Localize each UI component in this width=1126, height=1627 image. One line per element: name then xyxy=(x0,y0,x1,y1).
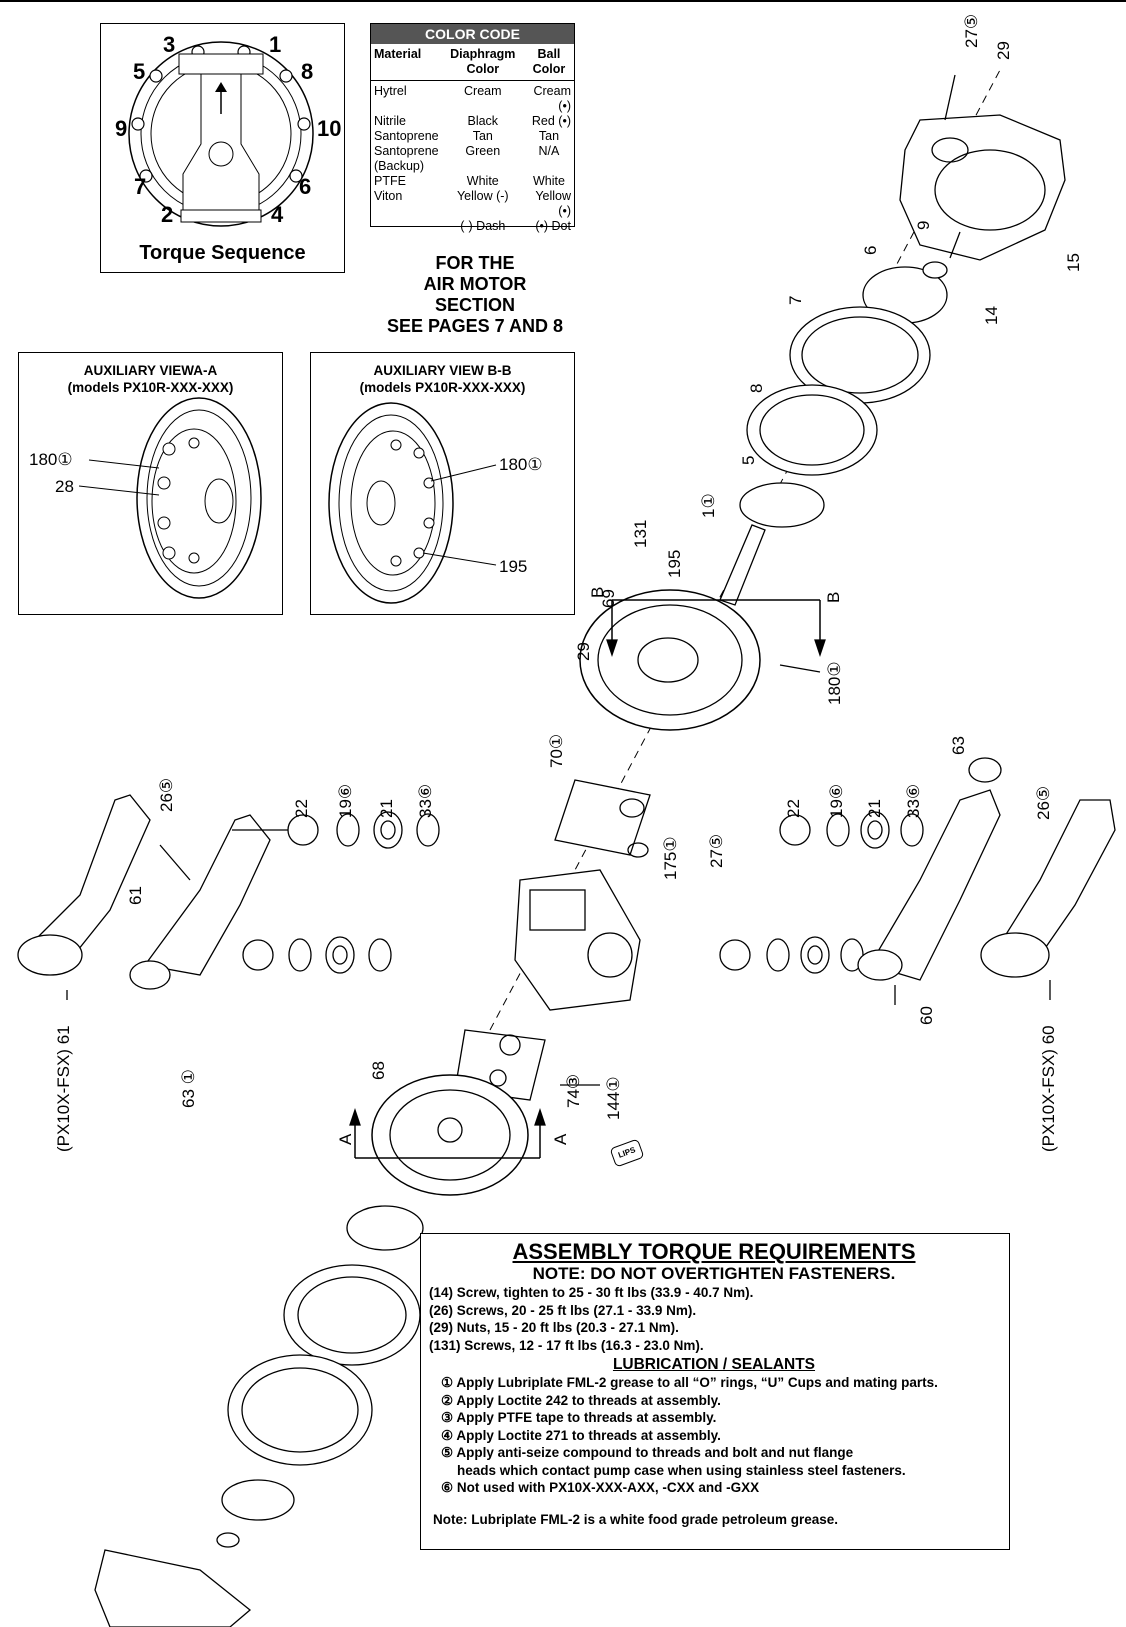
part-label-5: 5 xyxy=(739,455,758,465)
cc-header-diaphragm: Diaphragm Color xyxy=(450,47,516,76)
aux-view-b-drawing xyxy=(328,402,497,604)
cc-row: (Backup) xyxy=(374,159,425,173)
part-label-180: 180① xyxy=(825,661,844,705)
part-label-22-right: 22 xyxy=(784,799,803,818)
lubrication-title: LUBRICATION / SEALANTS xyxy=(612,1356,816,1373)
aux-a-label-28: 28 xyxy=(55,477,74,496)
part-label-21-left: 21 xyxy=(377,799,396,818)
part-label-7: 7 xyxy=(786,295,805,305)
torque-requirements-note: NOTE: DO NOT OVERTIGHTEN FASTENERS. xyxy=(532,1264,896,1283)
part-label-1: 1① xyxy=(699,493,718,518)
part-label-63-left: 63 ① xyxy=(179,1069,198,1108)
part-label-60-fsx: (PX10X-FSX) 60 xyxy=(1039,1025,1058,1152)
part-label-19-right: 19⑥ xyxy=(827,783,846,818)
torque-line: (14) Screw, tighten to 25 - 30 ft lbs (3… xyxy=(429,1285,754,1300)
torque-sequence-box: 3 1 5 8 9 10 7 6 2 4 Torque Sequence xyxy=(100,23,345,273)
torque-seq-num-6: 6 xyxy=(299,174,312,199)
torque-requirements-box: ASSEMBLY TORQUE REQUIREMENTS NOTE: DO NO… xyxy=(420,1233,1010,1550)
aux-view-a-title: AUXILIARY VIEWA-A xyxy=(83,363,218,378)
part-label-6: 6 xyxy=(861,245,880,255)
aux-view-b-subtitle: (models PX10R-XXX-XXX) xyxy=(359,380,526,395)
part-label-27-top: 27⑤ xyxy=(962,13,981,48)
cc-header-material: Material xyxy=(374,47,422,61)
air-motor-note: FOR THE AIR MOTOR SECTION SEE PAGES 7 AN… xyxy=(386,253,564,336)
lubrication-line: heads which contact pump case when using… xyxy=(457,1462,906,1478)
part-label-9: 9 xyxy=(914,220,933,230)
lubrication-line: ③ Apply PTFE tape to threads at assembly… xyxy=(441,1410,717,1425)
part-label-21-right: 21 xyxy=(865,799,884,818)
part-label-14: 14 xyxy=(982,306,1001,325)
section-label-a-right: A xyxy=(551,1133,570,1145)
part-label-144: 144① xyxy=(604,1076,623,1120)
part-label-195: 195 xyxy=(665,549,684,578)
torque-seq-num-10: 10 xyxy=(317,116,342,141)
lubrication-line: ④ Apply Loctite 271 to threads at assemb… xyxy=(441,1427,721,1443)
part-label-68: 68 xyxy=(369,1061,388,1080)
part-label-70: 70① xyxy=(547,733,566,768)
aux-view-a-box: AUXILIARY VIEWA-A (models PX10R-XXX-XXX)… xyxy=(18,352,283,615)
torque-requirements-title: ASSEMBLY TORQUE REQUIREMENTS xyxy=(512,1239,916,1264)
part-label-175: 175① xyxy=(661,836,680,880)
part-label-63-right: 63 xyxy=(949,736,968,755)
torque-sequence-drawing xyxy=(128,41,314,227)
part-label-19-left: 19⑥ xyxy=(336,783,355,818)
torque-seq-num-5: 5 xyxy=(133,59,146,84)
aux-view-a-subtitle: (models PX10R-XXX-XXX) xyxy=(67,380,234,395)
part-label-33-left: 33⑥ xyxy=(416,783,435,818)
part-label-131: 131 xyxy=(631,519,650,548)
part-label-61: 61 xyxy=(126,886,145,905)
torque-seq-num-7: 7 xyxy=(134,174,147,199)
torque-seq-num-8: 8 xyxy=(301,59,314,84)
lubrication-footnote: Note: Lubriplate FML-2 is a white food g… xyxy=(433,1511,839,1527)
torque-line: (131) Screws, 12 - 17 ft lbs (16.3 - 23.… xyxy=(429,1337,704,1353)
color-code-table: COLOR CODE Material Diaphragm Color Ball… xyxy=(370,23,575,233)
torque-line: (26) Screws, 20 - 25 ft lbs (27.1 - 33.9… xyxy=(429,1302,697,1318)
aux-view-a-drawing xyxy=(78,397,262,599)
aux-a-label-180: 180① xyxy=(29,450,73,469)
top-rule xyxy=(0,0,1126,2)
section-label-b-left: B xyxy=(588,586,607,598)
part-label-22-left: 22 xyxy=(292,799,311,818)
aux-view-b-title: AUXILIARY VIEW B-B xyxy=(373,363,512,378)
part-label-27-mid: 27⑤ xyxy=(707,833,726,868)
color-code-grid: Material Diaphragm Color Ball Color Hytr… xyxy=(371,44,574,234)
aux-view-b-box: AUXILIARY VIEW B-B (models PX10R-XXX-XXX… xyxy=(310,352,575,615)
part-label-15: 15 xyxy=(1064,253,1083,272)
part-label-60: 60 xyxy=(917,1006,936,1025)
part-label-26-left: 26⑤ xyxy=(157,777,176,812)
torque-sequence-title: Torque Sequence xyxy=(139,242,306,264)
lubrication-line: ① Apply Lubriplate FML-2 grease to all “… xyxy=(441,1375,938,1390)
torque-seq-num-4: 4 xyxy=(271,202,284,227)
lubrication-line: ⑤ Apply anti-seize compound to threads a… xyxy=(441,1445,854,1460)
section-label-a-left: A xyxy=(336,1133,355,1145)
aux-b-label-180: 180① xyxy=(499,455,543,474)
part-label-33-right: 33⑥ xyxy=(904,783,923,818)
part-label-74: 74③ xyxy=(564,1073,583,1108)
part-label-29-mid: 29 xyxy=(574,642,593,661)
section-label-b-right: B xyxy=(824,591,843,603)
part-label-29-top: 29 xyxy=(994,41,1013,60)
part-label-8: 8 xyxy=(747,383,766,393)
color-code-title: COLOR CODE xyxy=(371,24,574,44)
cc-header-ball: Ball Color xyxy=(532,47,566,76)
torque-seq-num-3: 3 xyxy=(163,32,176,57)
aux-b-label-195: 195 xyxy=(499,557,528,576)
lubrication-line: ⑥ Not used with PX10X-XXX-AXX, -CXX and … xyxy=(441,1480,760,1495)
part-label-61-fsx: (PX10X-FSX) 61 xyxy=(54,1025,73,1152)
torque-seq-num-2: 2 xyxy=(161,202,174,227)
torque-line: (29) Nuts, 15 - 20 ft lbs (20.3 - 27.1 N… xyxy=(429,1320,679,1335)
cc-row: (-) Dash(•) Dot xyxy=(460,219,571,233)
torque-seq-num-1: 1 xyxy=(269,32,282,57)
torque-seq-num-9: 9 xyxy=(115,116,128,141)
part-label-26-right: 26⑤ xyxy=(1034,785,1053,820)
lubrication-line: ② Apply Loctite 242 to threads at assemb… xyxy=(441,1392,721,1408)
